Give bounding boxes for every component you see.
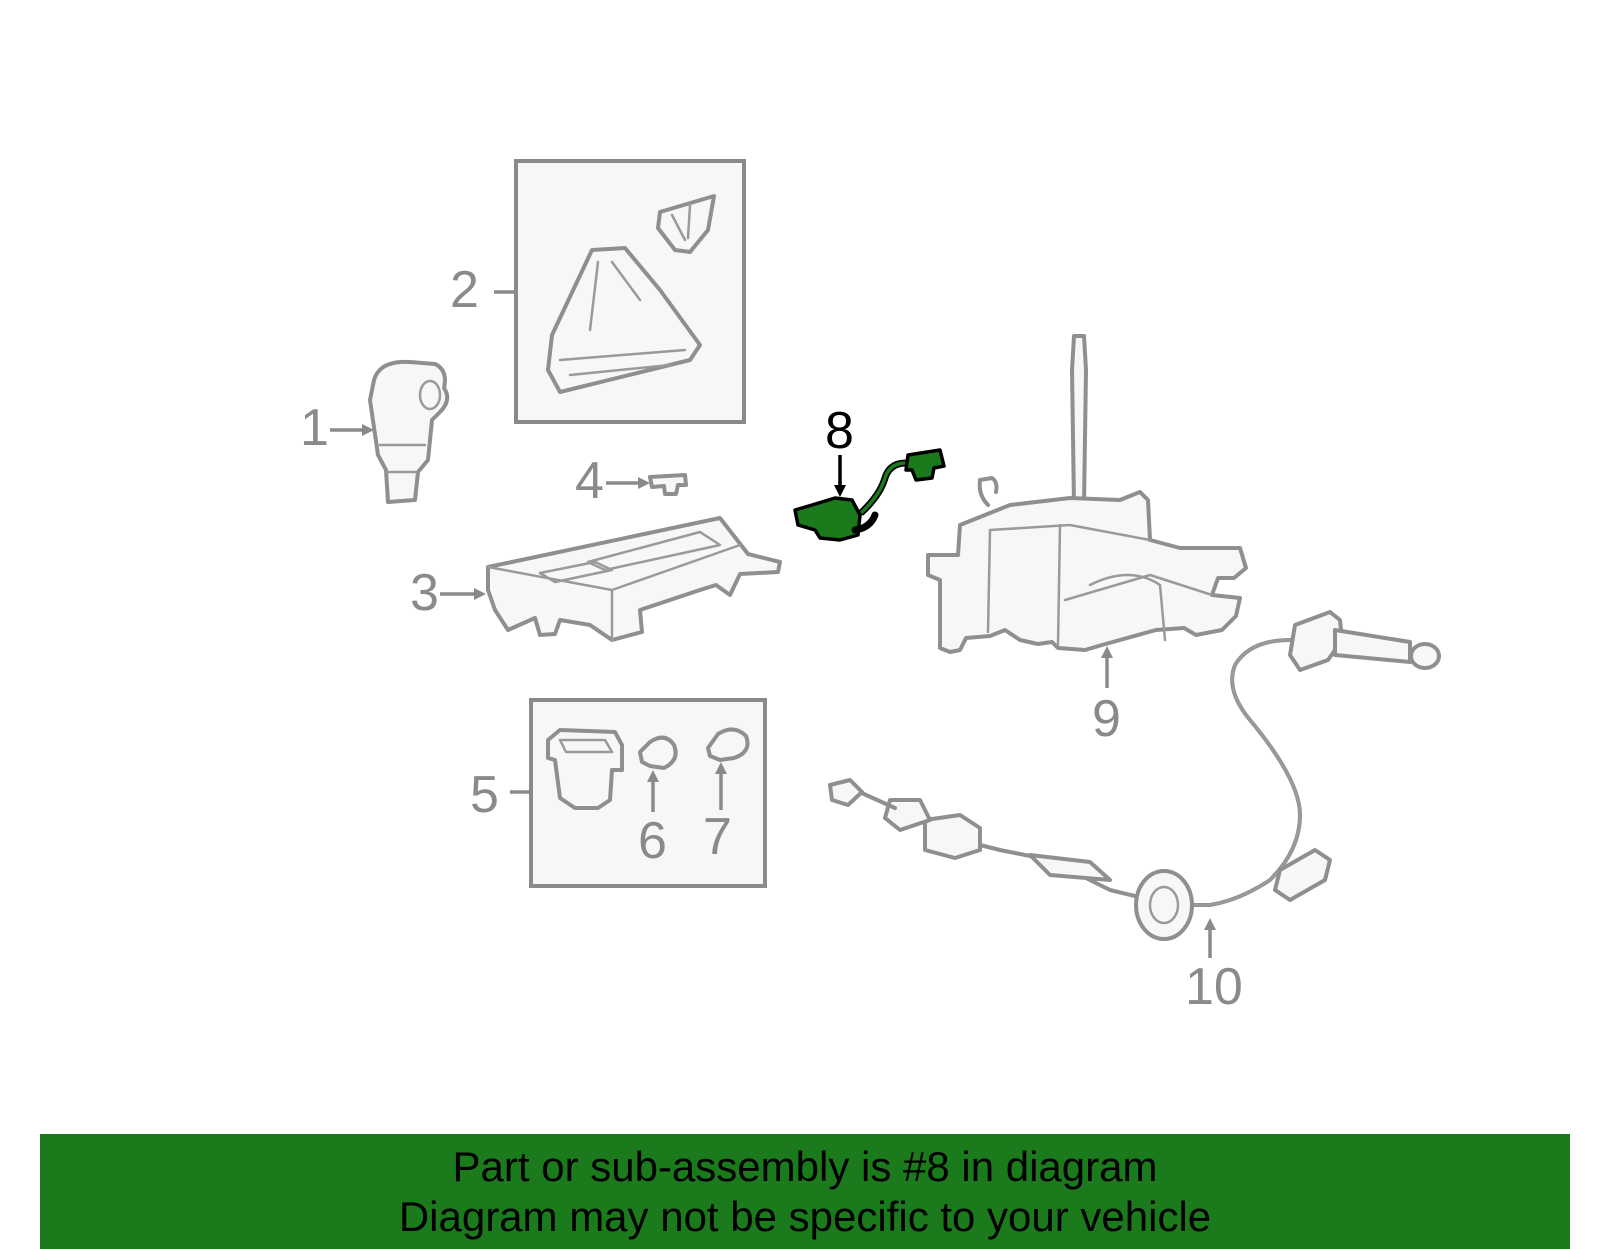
leader-7 (715, 762, 727, 810)
banner-line-2: Diagram may not be specific to your vehi… (398, 1193, 1212, 1240)
callout-2: 2 (450, 261, 479, 319)
part-10-shift-cable[interactable] (828, 610, 1441, 941)
part-6-bulb[interactable] (638, 735, 678, 770)
parts-diagram: 2 1 4 3 5 6 (300, 159, 1441, 1016)
part-5-switch[interactable] (546, 728, 624, 810)
leader-1 (330, 424, 374, 436)
part-9-shifter-assembly[interactable] (926, 334, 1248, 654)
part-2-shift-boot[interactable] (514, 159, 746, 424)
callout-10: 10 (1185, 958, 1243, 1016)
info-banner: Part or sub-assembly is #8 in diagram Di… (40, 1134, 1570, 1249)
callout-8: 8 (825, 402, 854, 460)
callout-5: 5 (470, 766, 499, 824)
leader-10 (1204, 918, 1216, 958)
leader-4 (606, 477, 650, 489)
callout-9: 9 (1092, 690, 1121, 748)
callout-3: 3 (410, 564, 439, 622)
part-7-bulb[interactable] (706, 727, 750, 762)
leader-3 (440, 588, 486, 600)
callout-6: 6 (638, 812, 667, 870)
callout-4: 4 (575, 452, 604, 510)
leader-6 (647, 770, 659, 812)
callout-1: 1 (300, 399, 329, 457)
leader-8 (834, 455, 846, 497)
callout-7: 7 (703, 808, 732, 866)
part-8-shift-lock-solenoid[interactable] (793, 448, 946, 542)
part-1-shift-knob[interactable] (368, 359, 450, 504)
leader-9 (1101, 646, 1113, 688)
banner-line-1: Part or sub-assembly is #8 in diagram (452, 1143, 1158, 1190)
part-4-clip[interactable] (648, 473, 688, 496)
part-3-indicator-panel[interactable] (486, 516, 782, 642)
